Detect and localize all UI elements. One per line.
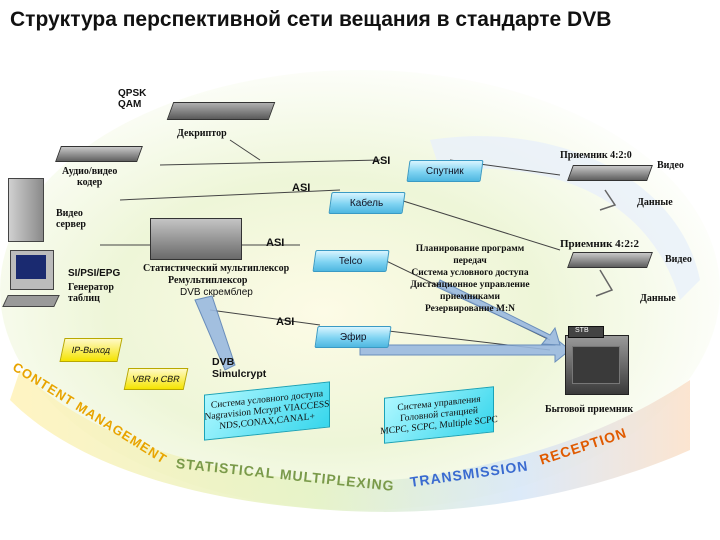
asi-label-1: ASI [372,155,391,167]
cable-link-label: Кабель [350,197,384,209]
asi-label-4: ASI [276,316,295,328]
receiver-422-device [567,252,653,268]
air-link-label: Эфир [339,331,367,343]
receiver-420-device [567,165,653,181]
ca-system-text: Система условного доступа Nagravision Mc… [204,388,330,432]
stat-mux-device [150,218,242,260]
video-server-label: Видео сервер [56,208,86,230]
page-title: Структура перспективной сети вещания в с… [10,8,612,31]
qpsk-qam-label: QPSK QAM [118,88,147,110]
home-receiver-label: Бытовой приемник [545,404,634,415]
decoder-label: Декриптор [177,128,227,139]
cable-link: Кабель [328,192,406,214]
video-label-1: Видео [657,160,684,171]
stb-label: STB [575,327,589,334]
air-link: Эфир [314,326,392,348]
vbr-cbr-box: VBR и CBR [123,368,189,390]
tv-set-device [565,335,629,395]
vbr-cbr-label: VBR и CBR [131,374,181,384]
monitor-screen [16,255,46,279]
tv-screen [572,346,620,384]
dvb-simulcrypt-label: DVB Simulcrypt [212,356,267,380]
ip-gateway-box: IP-Выход [59,338,123,362]
av-encoder-label: Аудио/видео кодер [62,166,118,188]
telco-link-label: Telco [339,255,363,267]
stat-mux-label: Статистический мультиплексор [143,263,290,274]
av-encoder-device [55,146,143,162]
data-label-1: Данные [637,197,673,208]
remux-label: Ремультиплексор [168,275,248,286]
satellite-link: Спутник [406,160,484,182]
receiver-420-label: Приемник 4:2:0 [560,150,632,161]
telco-link: Telco [312,250,390,272]
headend-control-text: Система управления Головной станцией MCP… [380,394,498,437]
asi-label-3: ASI [266,237,285,249]
table-generator-label: Генератор таблиц [68,282,114,304]
ip-gateway-label: IP-Выход [70,345,112,355]
planning-text: Планирование программ передач Система ус… [410,244,530,314]
monitor-device [10,250,54,290]
receiver-422-label: Приемник 4:2:2 [560,238,639,250]
satellite-link-label: Спутник [426,165,464,177]
dvb-scrambler-label: DVB скремблер [180,287,253,298]
asi-label-2: ASI [292,182,311,194]
qpsk-modulator-device [166,102,276,120]
stb-box [568,326,604,338]
data-label-2: Данные [640,293,676,304]
video-label-2: Видео [665,254,692,265]
si-psi-epg-label: SI/PSI/EPG [68,268,121,279]
keyboard-device [2,295,60,307]
video-server-device [8,178,44,242]
